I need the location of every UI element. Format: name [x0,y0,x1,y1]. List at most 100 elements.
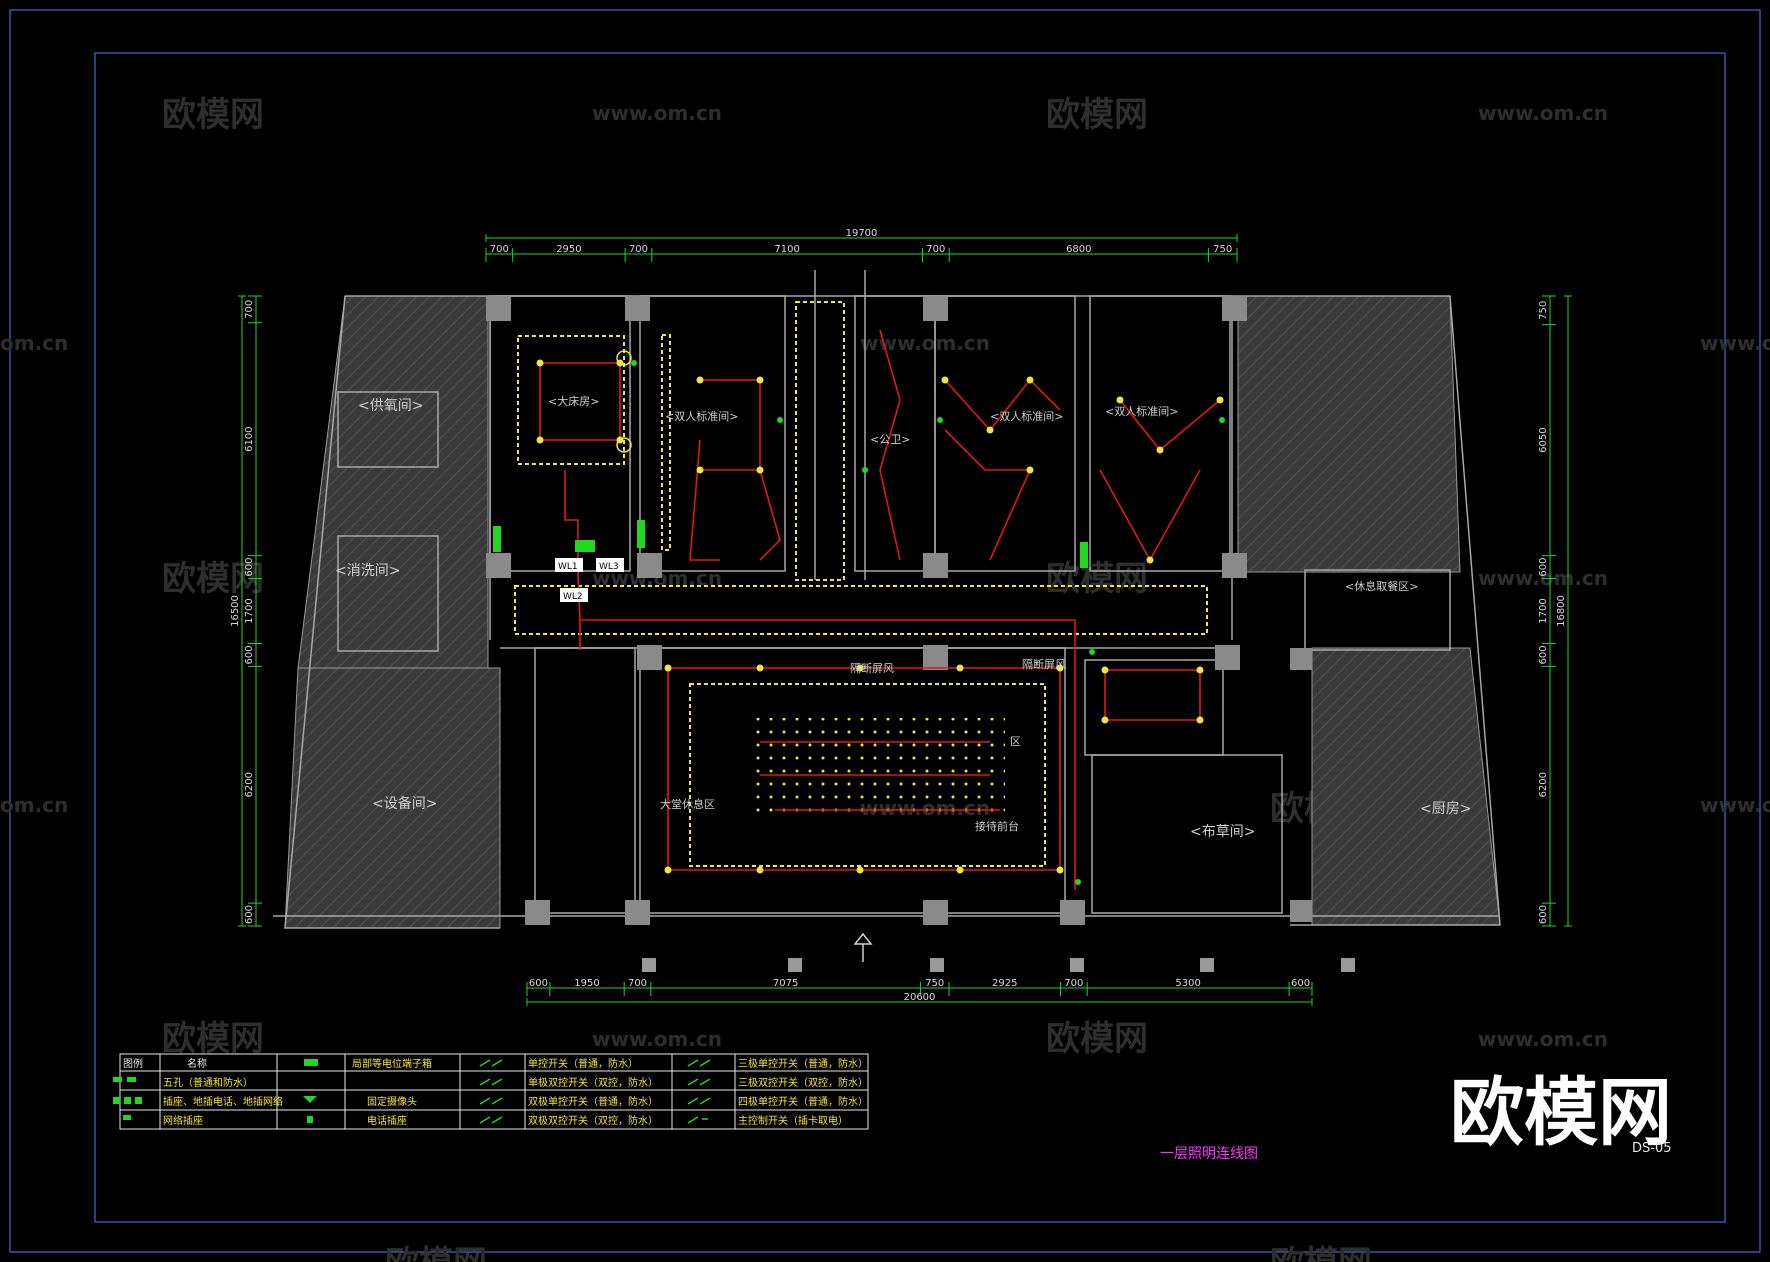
legend-item: 局部等电位端子箱 [352,1057,432,1070]
dimension-value: 1700 [1538,598,1549,623]
dimension-value: 7075 [773,978,798,989]
switch-icon [479,1059,711,1124]
room-reception: 接待前台 [975,819,1019,833]
legend-item: 电话插座 [367,1114,407,1127]
legend-item: 双极单控开关（普通，防水） [528,1095,658,1108]
watermark-url: www.om.cn [1478,1027,1608,1051]
dimension-value: 600 [1291,978,1310,989]
dimension-value: 600 [1538,558,1549,577]
legend-item: 双极双控开关（双控，防水） [528,1114,658,1127]
room-big-bed: <大床房> [548,394,599,408]
dimension-value: 2925 [992,978,1017,989]
partition-label: 隔断屏风 [850,661,894,675]
dimension-value: 700 [1064,978,1083,989]
dimension-value: 6800 [1066,244,1091,255]
dimension-value: 700 [629,244,648,255]
dimension-value: 1700 [244,598,255,623]
columns [486,296,1312,925]
legend-item: 主控制开关（插卡取电） [738,1114,848,1127]
legend-item: 三极双控开关（双控，防水） [738,1076,868,1089]
dimension-value: 600 [244,645,255,664]
watermark-url: www.om.cn [860,331,990,355]
room-labels: <供氧间> <消洗间> <设备间> <大床房> <双人标准间> <公卫> <双人… [335,394,1471,840]
watermark-url-cut2: www.o [1700,793,1770,817]
legend-item: 单极双控开关（双控，防水） [528,1076,658,1089]
watermark-brand: 欧模网 [1270,1244,1372,1262]
watermark-url: www.om.cn [592,101,722,125]
watermark-brand: 欧模网 [162,95,264,135]
room-public-wc: <公卫> [870,433,910,446]
reception-dots [750,718,1005,820]
circuit-label: WL1 [558,562,578,572]
legend-item: 三极单控开关（普通，防水） [738,1057,868,1070]
dimension-value: 700 [628,978,647,989]
watermark-brand: 欧模网 [1046,95,1148,135]
dimension-value: 5300 [1175,978,1200,989]
watermark-brand: 欧模网 [1046,559,1148,599]
legend-item: 五孔（普通和防水） [163,1076,253,1089]
dimension-value: 19700 [846,228,878,239]
room-front-area: 区 [1010,735,1021,748]
north-arrow-icon [853,932,873,962]
dimension-value: 600 [529,978,548,989]
dimension-value: 1950 [574,978,599,989]
watermark-url-cut2: www.o [1700,331,1770,355]
watermark-url: www.om.cn [1478,566,1608,590]
circuit-label: WL3 [599,562,619,572]
dimension-value: 20600 [904,992,936,1003]
watermark-brand: 欧模网 [1046,1019,1148,1059]
dimension-value: 600 [244,558,255,577]
column-markers [642,958,1355,972]
dimension-value: 750 [1538,301,1549,320]
watermark-url: www.om.cn [1478,101,1608,125]
circuit-tags: WL1 WL3 WL2 [555,558,624,602]
dimension-value: 6050 [1538,427,1549,452]
inner-frame [94,52,1726,1223]
legend-item: 插座、地插电话、地插网络 [163,1095,283,1108]
room-lobby-rest: 大堂休息区 [660,797,715,811]
drawing-title: 一层照明连线图 [1160,1146,1258,1162]
light-strips [514,301,1208,867]
circuit-label: WL2 [563,592,583,602]
dimension-value: 700 [244,300,255,319]
room-herb: <布草间> [1190,824,1255,840]
hatched-areas [284,295,1501,929]
room-twin-b: <双人标准间> [990,409,1063,423]
dimension-value: 750 [925,978,944,989]
dimension-value: 600 [1538,905,1549,924]
legend-item: 单控开关（普通，防水） [528,1057,638,1070]
walls [273,270,1501,929]
socket-icon [113,1059,318,1123]
watermark-brand: 欧模网 [162,559,264,599]
legend-header: 名称 [187,1057,207,1070]
dimension-value: 7100 [774,244,799,255]
sheet-code: DS-05 [1632,1141,1672,1156]
legend-item: 网络插座 [163,1114,203,1127]
dimension-value: 2950 [556,244,581,255]
room-equipment: <设备间> [372,795,437,812]
watermark-brand: 欧模网 [385,1244,487,1262]
watermark-brand: 欧模网 [162,1019,264,1059]
legend-table: 图例 名称 五孔（普通和防水） 插座、地插电话、地插网络 网络插座 局部等电位端… [113,1053,869,1130]
dimension-value: 600 [1538,645,1549,664]
dimension-value: 700 [490,244,509,255]
dimension-value: 6200 [244,772,255,797]
watermark-url-cut: om.cn [0,331,68,355]
room-kitchen: <厨房> [1420,801,1471,817]
legend-item: 固定摄像头 [367,1095,417,1108]
dimension-value: 6100 [244,426,255,451]
dimension-lines: 19700 700 2950 700 7100 700 6800 750 20600 600 195… [230,228,1572,1006]
watermark-url: www.om.cn [592,1027,722,1051]
ceiling-lamps [616,350,632,453]
legend-item: 四极单控开关（普通，防水） [738,1095,868,1108]
watermark-url-cut: om.cn [0,793,68,817]
room-wash: <消洗间> [335,563,400,579]
dimension-value: 600 [244,905,255,924]
brand-logo: 欧模网 [1450,1070,1672,1156]
room-twin-a: <双人标准间> [665,409,738,423]
room-oxygen: <供氧间> [358,398,423,414]
partition-label: 隔断屏风 [1022,657,1066,671]
dimension-value: 16800 [1556,595,1567,627]
outer-frame [9,9,1761,1253]
